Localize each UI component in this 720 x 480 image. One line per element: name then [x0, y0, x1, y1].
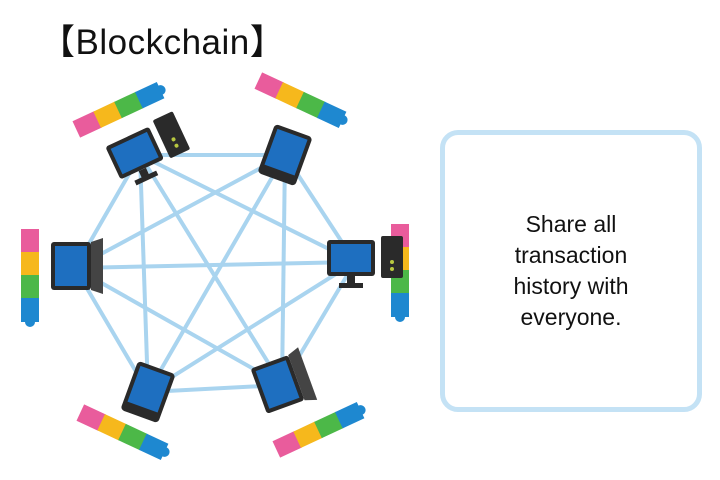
monitor-stand: [347, 276, 355, 284]
network-links: [73, 153, 357, 394]
network-link: [138, 153, 284, 387]
monitor-base: [339, 283, 363, 288]
tower-light: [390, 260, 394, 264]
tablet-computer-icon: [258, 124, 312, 186]
block-piece: [21, 229, 39, 253]
network-link: [280, 154, 287, 386]
blockchain-strip-icon: [72, 81, 166, 138]
block-piece: [21, 275, 39, 299]
network-link: [74, 260, 356, 270]
network-link: [74, 153, 286, 270]
tower-case: [153, 111, 190, 158]
tablet-screen: [264, 128, 308, 176]
page-title: 【Blockchain】: [40, 23, 286, 62]
monitor-screen: [110, 131, 159, 175]
network-link: [146, 260, 357, 394]
tower-light: [390, 267, 394, 271]
laptop-screen: [255, 360, 300, 409]
network-link: [139, 153, 356, 264]
laptop-keyboard: [91, 238, 103, 294]
tablet-screen: [127, 365, 171, 413]
laptop-screen: [55, 246, 87, 286]
block-piece-tab: [25, 317, 35, 327]
tower-case: [381, 236, 403, 278]
monitor-base: [134, 170, 159, 186]
block-piece: [391, 293, 409, 317]
tower-light: [174, 143, 179, 148]
description-box: Share all transaction history with every…: [440, 130, 702, 412]
laptop-keyboard: [288, 347, 318, 401]
block-piece-tab: [337, 114, 348, 125]
block-piece-tab: [155, 85, 166, 96]
block-piece: [21, 298, 39, 322]
laptop-computer-icon: [251, 347, 318, 414]
blockchain-strip-icon: [76, 404, 170, 461]
laptop-computer-icon: [51, 238, 103, 294]
block-piece-tab: [395, 312, 405, 322]
network-link: [146, 153, 287, 394]
blockchain-strip-icon: [21, 229, 39, 327]
tower-light: [171, 137, 176, 142]
blockchain-strip-icon: [272, 401, 366, 458]
block-piece-tab: [355, 405, 366, 416]
block-piece-tab: [159, 446, 170, 457]
description-text: Share all transaction history with every…: [513, 211, 629, 330]
desktop-computer-icon: [327, 236, 403, 288]
network-link: [138, 154, 150, 393]
network-nodes: [21, 72, 409, 461]
tablet-computer-icon: [121, 361, 175, 423]
blockchain-strip-icon: [254, 72, 348, 129]
monitor-screen: [331, 244, 371, 272]
network-link: [74, 266, 283, 387]
desktop-computer-icon: [106, 111, 190, 186]
block-piece: [21, 252, 39, 276]
